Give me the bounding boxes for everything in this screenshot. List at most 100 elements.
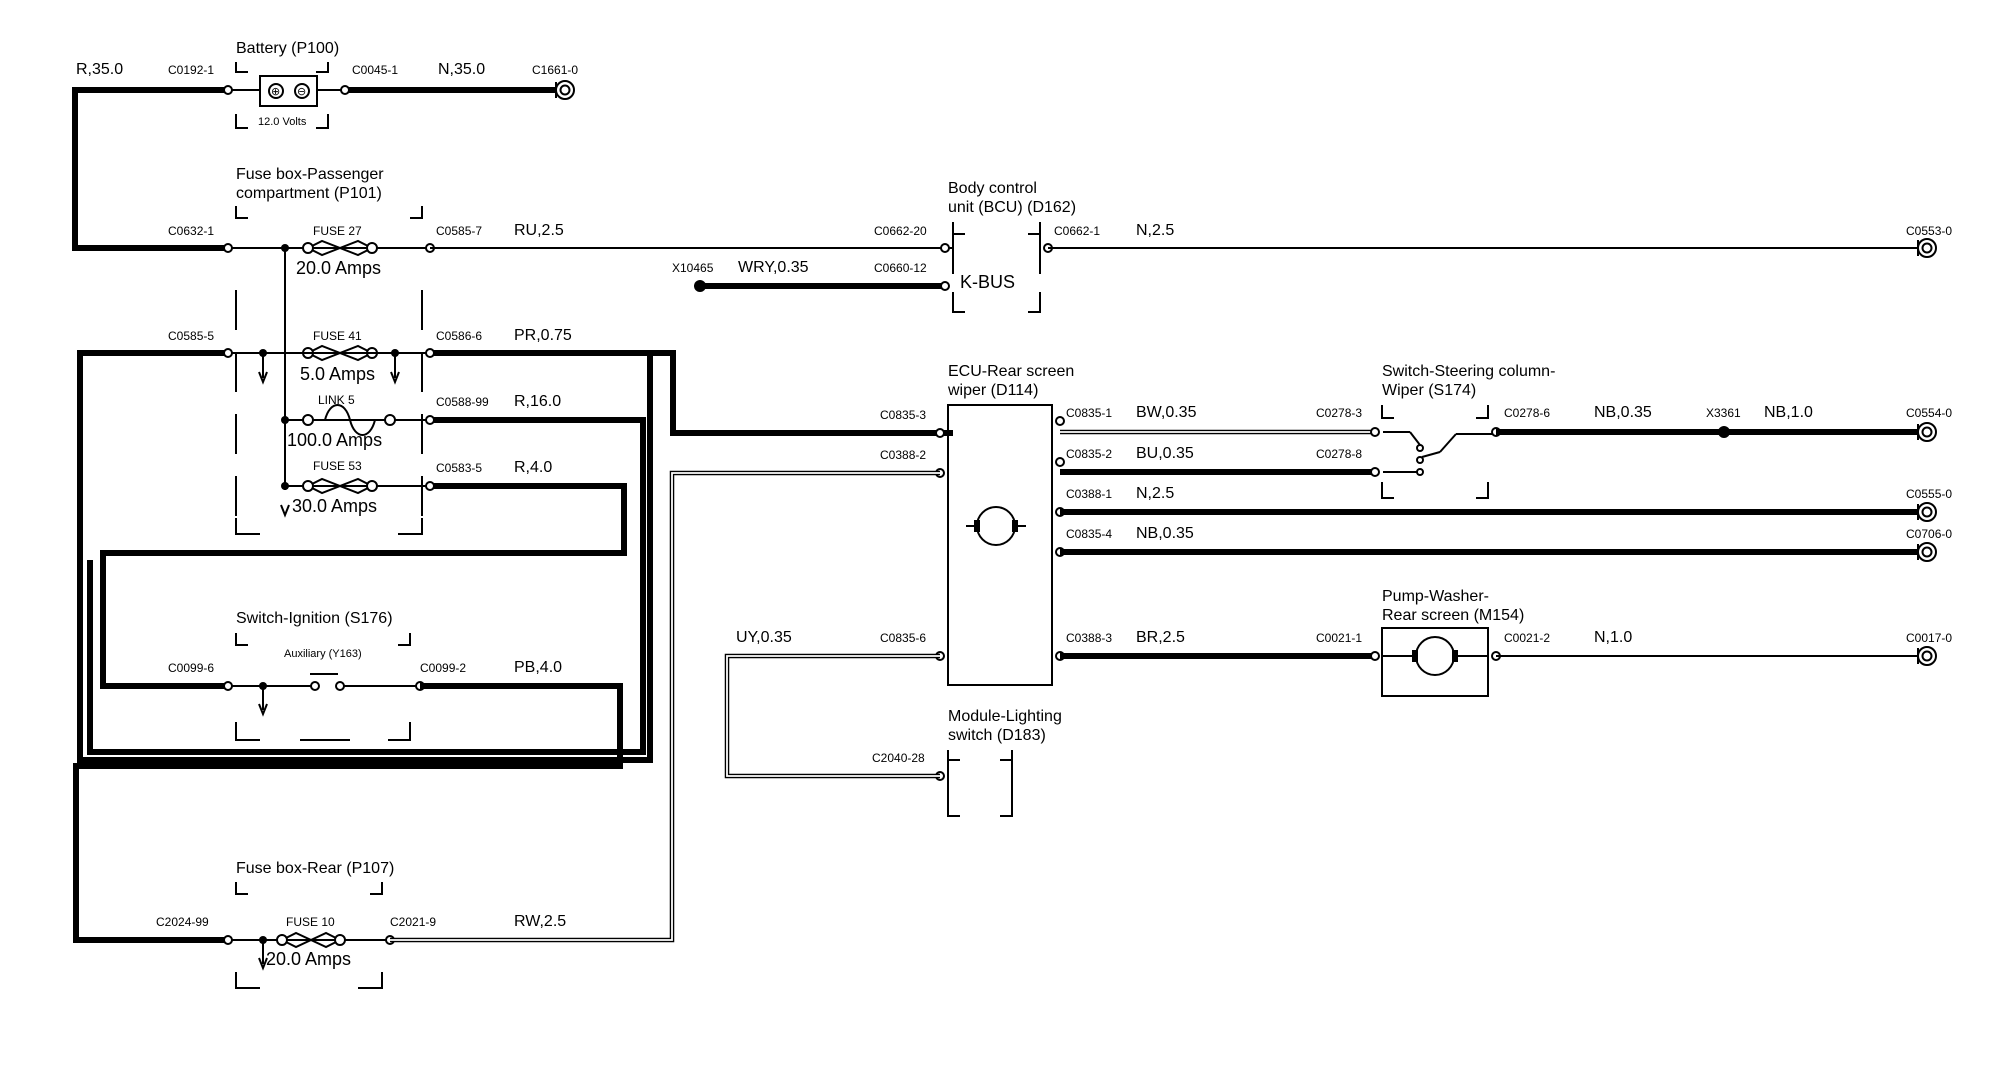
wire-label: N,2.5 [1136, 222, 1174, 239]
connector-label: C0099-6 [168, 661, 214, 675]
wire-label: N,35.0 [438, 61, 485, 78]
wire-label: BU,0.35 [1136, 445, 1194, 462]
wire-label: BR,2.5 [1136, 629, 1185, 646]
wire-label: NB,1.0 [1764, 404, 1813, 421]
switch-ignition-title: Switch-Ignition (S176) [236, 610, 393, 627]
fusebox-passenger-title: Fuse box-Passenger [236, 166, 384, 183]
ground-icon [1917, 502, 1937, 522]
switch-wiper: Switch-Steering column- Wiper (S174) [1381, 363, 1555, 499]
wire-label: N,1.0 [1594, 629, 1632, 646]
fuse-53-label: FUSE 53 [313, 459, 362, 473]
battery-title: Battery (P100) [236, 40, 339, 57]
fuse-27-rating: 20.0 Amps [296, 258, 381, 278]
wire-r16 [87, 417, 646, 755]
connector-label: C0586-6 [436, 329, 482, 343]
wire-pr075 [650, 350, 953, 436]
connector-label: C0585-5 [168, 329, 214, 343]
battery-negative-icon: ⊖ [297, 86, 306, 98]
connector-label: C0662-1 [1054, 224, 1100, 238]
wire-label: RW,2.5 [514, 913, 566, 930]
switch-wiper-title: Wiper (S174) [1382, 382, 1476, 399]
fusebox-rear: Fuse box-Rear (P107) FUSE 10 20.0 Amps [228, 860, 394, 989]
wire-label: R,35.0 [76, 61, 123, 78]
ecu-rear-wiper: ECU-Rear screen wiper (D114) [947, 363, 1074, 686]
fusebox-passenger-title: compartment (P101) [236, 185, 382, 202]
connector-label: C0278-6 [1504, 406, 1550, 420]
connector-label: C0021-2 [1504, 631, 1550, 645]
wire-pr-loop [77, 350, 653, 763]
pump-title: Rear screen (M154) [1382, 607, 1524, 624]
ground-icon [1917, 422, 1937, 442]
wire-label: NB,0.35 [1136, 525, 1194, 542]
connector-label: C0835-6 [880, 631, 926, 645]
wire-label: UY,0.35 [736, 629, 792, 646]
ecu-title: wiper (D114) [947, 382, 1038, 399]
connector-label: C0555-0 [1906, 487, 1952, 501]
connector-label: C1661-0 [532, 63, 578, 77]
connector-label: C0662-20 [874, 224, 927, 238]
wire-r4 [100, 483, 627, 689]
connector-label: X10465 [672, 261, 714, 275]
switch-ignition: Switch-Ignition (S176) Auxiliary (Y163) [228, 610, 420, 741]
fuse-41-label: FUSE 41 [313, 329, 362, 343]
connector-label: C0045-1 [352, 63, 398, 77]
connector-label: C0388-3 [1066, 631, 1112, 645]
wire-label: PB,4.0 [514, 659, 562, 676]
fuse-10-label: FUSE 10 [286, 915, 335, 929]
wire-label: WRY,0.35 [738, 259, 809, 276]
ground-icon [1917, 646, 1937, 666]
ignition-aux-label: Auxiliary (Y163) [284, 648, 362, 660]
pump-title: Pump-Washer- [1382, 588, 1489, 605]
link-5-rating: 100.0 Amps [287, 430, 382, 450]
connector-label: C0588-99 [436, 395, 489, 409]
wire-label: R,4.0 [514, 459, 552, 476]
fusebox-passenger: Fuse box-Passenger compartment (P101) FU… [228, 166, 430, 535]
switch-wiper-title: Switch-Steering column- [1382, 363, 1555, 380]
wire-r35 [72, 87, 228, 251]
wire-label: RU,2.5 [514, 222, 564, 239]
bcu-title: Body control [948, 180, 1037, 197]
wire-label: N,2.5 [1136, 485, 1174, 502]
connector-label: C0099-2 [420, 661, 466, 675]
connector-label: C0585-7 [436, 224, 482, 238]
fusebox-rear-title: Fuse box-Rear (P107) [236, 860, 394, 877]
battery: Battery (P100) ⊕ ⊖ 12.0 Volts [235, 40, 339, 129]
connector-label: C0388-1 [1066, 487, 1112, 501]
battery-positive-icon: ⊕ [271, 86, 280, 98]
connector-label: C0835-4 [1066, 527, 1112, 541]
connector-label: C2021-9 [390, 915, 436, 929]
bcu-title: unit (BCU) (D162) [948, 199, 1076, 216]
wire-label: R,16.0 [514, 393, 561, 410]
connector-label: C2024-99 [156, 915, 209, 929]
ecu-title: ECU-Rear screen [948, 363, 1074, 380]
connector-label: C2040-28 [872, 751, 925, 765]
connector-label: X3361 [1706, 406, 1741, 420]
battery-voltage: 12.0 Volts [258, 116, 307, 128]
pump-washer: Pump-Washer- Rear screen (M154) [1381, 588, 1524, 697]
ground-icon [1917, 238, 1937, 258]
connector-label: C0554-0 [1906, 406, 1952, 420]
connector-label: C0192-1 [168, 63, 214, 77]
connector-label: C0835-2 [1066, 447, 1112, 461]
wire-label: PR,0.75 [514, 327, 572, 344]
wire-label: NB,0.35 [1594, 404, 1652, 421]
kbus-label: K-BUS [960, 272, 1015, 292]
wire-rw25 [390, 470, 940, 943]
connector-label: C0835-3 [880, 408, 926, 422]
connector-label: C0021-1 [1316, 631, 1362, 645]
connector-label: C0278-8 [1316, 447, 1362, 461]
wire-label: BW,0.35 [1136, 404, 1197, 421]
connector-label: C0278-3 [1316, 406, 1362, 420]
connector-label: C0632-1 [168, 224, 214, 238]
body-control-unit: Body control unit (BCU) (D162) K-BUS [948, 180, 1076, 313]
lighting-title: switch (D183) [948, 727, 1046, 744]
fuse-27-label: FUSE 27 [313, 224, 362, 238]
connector-label: C0583-5 [436, 461, 482, 475]
ground-icon [555, 80, 575, 100]
connector-label: C0553-0 [1906, 224, 1952, 238]
fuse-10-rating: 20.0 Amps [266, 949, 351, 969]
fuse-41-rating: 5.0 Amps [300, 364, 375, 384]
ground-icon [1917, 542, 1937, 562]
lighting-title: Module-Lighting [948, 708, 1062, 725]
